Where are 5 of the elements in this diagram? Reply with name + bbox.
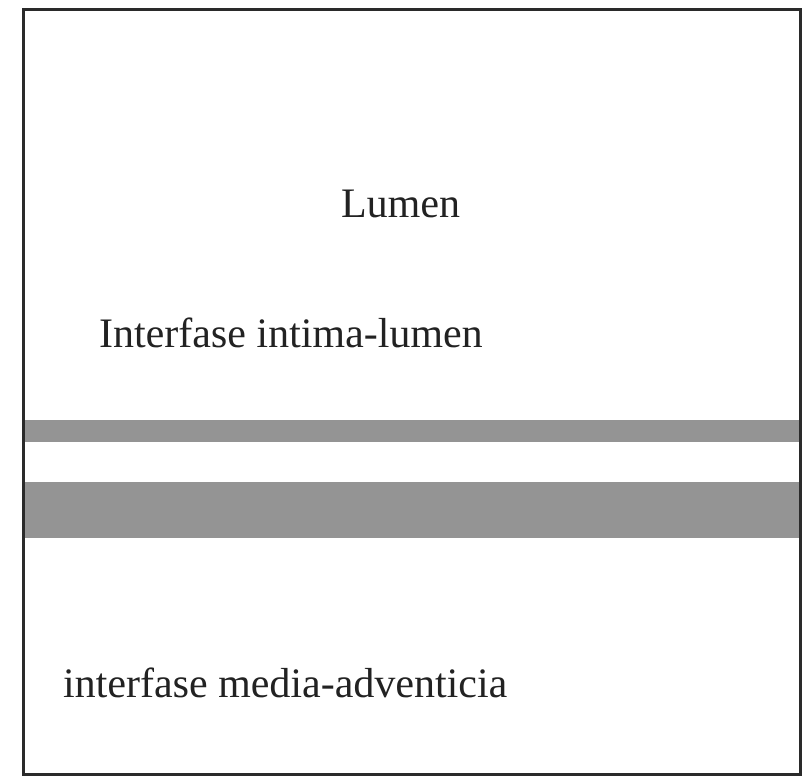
layer-label: interfase media-adventicia [63,663,508,705]
layer-label: Interfase intima-lumen [99,313,483,355]
layer-label: Lumen [341,183,460,225]
layer-band [25,482,799,538]
layer-band [25,420,799,442]
